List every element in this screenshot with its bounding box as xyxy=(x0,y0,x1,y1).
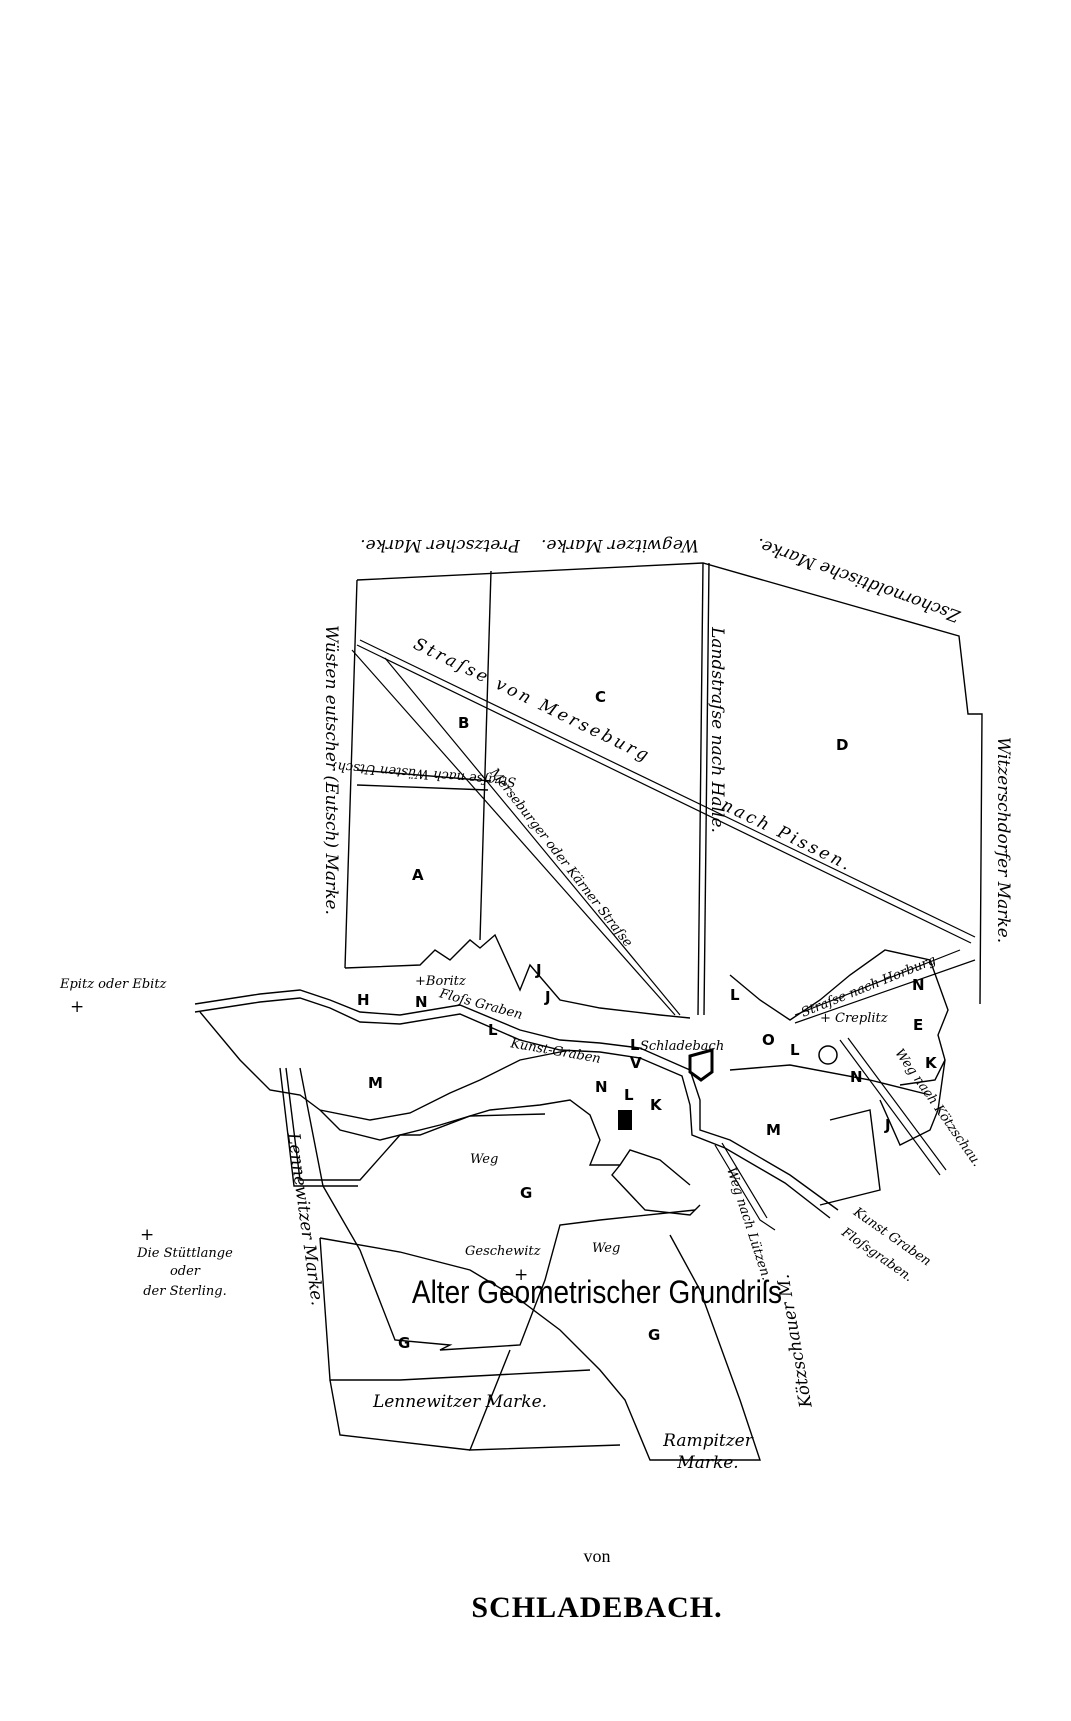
field-letter: M xyxy=(368,1074,383,1092)
cross-icon: + xyxy=(70,997,84,1017)
label-kaerner: Merseburger oder Kärner Straſse xyxy=(486,765,636,951)
field-letter: O xyxy=(762,1031,775,1049)
field-letter: J xyxy=(884,1116,891,1134)
roads xyxy=(351,639,976,1231)
label-weg1: Weg xyxy=(470,1152,498,1167)
label-wuesten-strasse: Straſse nach Wüsten Utsch. xyxy=(333,758,517,789)
label-wegwitzer: Wegwitzer Marke. xyxy=(541,535,699,555)
field-letter: J xyxy=(535,961,542,979)
field-letter: L xyxy=(730,986,740,1004)
label-merseburg-1: Straſse von Merseburg xyxy=(410,634,654,767)
place-stuettlange-2: oder xyxy=(170,1264,201,1279)
field-letter: N xyxy=(595,1078,608,1096)
label-flossgraben: Floſs Graben xyxy=(437,986,524,1023)
label-witzerschdorfer: Witzerschdorfer Marke. xyxy=(993,737,1013,943)
label-lennewitzer-side: Lennewitzer Marke. xyxy=(283,1131,327,1307)
label-lennewitzer-bottom: Lennewitzer Marke. xyxy=(372,1392,547,1412)
place-boritz: +Boritz xyxy=(415,974,466,989)
map-title-place: SCHLADEBACH. xyxy=(471,1591,722,1624)
label-kunstgraben: Kunst-Graben xyxy=(508,1036,601,1067)
label-zschornoldt: Zschornoldtische Marke. xyxy=(754,533,964,626)
field-boundaries xyxy=(194,562,983,1461)
place-creplitz: + Creplitz xyxy=(820,1011,888,1026)
place-stuettlange-3: der Sterling. xyxy=(143,1284,227,1299)
field-letter: B xyxy=(458,714,469,732)
label-merseburg-2: nach Pissen. xyxy=(718,795,856,876)
pond-symbol xyxy=(818,1045,838,1065)
field-letter: L xyxy=(488,1021,498,1039)
place-epitz: Epitz oder Ebitz xyxy=(59,977,167,992)
field-letter: H xyxy=(357,991,370,1009)
field-letter: G xyxy=(520,1184,532,1202)
map-title: Alter Geometrischer Grundriſs xyxy=(412,1275,782,1310)
field-letter: V xyxy=(630,1054,642,1072)
field-letter: K xyxy=(650,1096,663,1114)
field-letter: N xyxy=(415,993,428,1011)
label-landstrasse: Landstraſse nach Halle. xyxy=(707,626,727,833)
field-letter: G xyxy=(648,1326,660,1344)
place-geschewitz: Geschewitz xyxy=(465,1244,541,1259)
manor-symbol xyxy=(688,1048,714,1082)
field-letter: A xyxy=(412,866,424,884)
field-letter: N xyxy=(912,976,925,994)
label-rampitzer-2: Marke. xyxy=(676,1453,738,1473)
field-letter: L xyxy=(790,1041,800,1059)
label-pretzscher: Pretzscher Marke. xyxy=(360,535,521,555)
cross-icon: + xyxy=(514,1265,528,1285)
field-letter: D xyxy=(836,736,848,754)
place-schladebach: Schladebach xyxy=(640,1039,724,1054)
field-letter: C xyxy=(595,688,606,706)
label-weg2: Weg xyxy=(592,1241,620,1256)
church-symbol xyxy=(618,1110,632,1130)
field-letter: M xyxy=(766,1121,781,1139)
field-letter: L xyxy=(630,1036,640,1054)
field-letter: K xyxy=(925,1054,938,1072)
field-letters: A B C D G G G H N J J L L L L L K K M M … xyxy=(357,688,938,1352)
label-koetzschau: Weg nach Kötzschau. xyxy=(892,1046,985,1169)
field-letter: E xyxy=(913,1016,923,1034)
label-rampitzer-1: Rampitzer xyxy=(662,1431,754,1451)
field-letter: J xyxy=(544,988,551,1006)
map-title-von: von xyxy=(584,1546,611,1566)
cross-icon: + xyxy=(140,1225,154,1245)
label-wuesten: Wüsten eutscher (Eutsch) Marke. xyxy=(321,625,341,915)
field-letter: N xyxy=(850,1068,863,1086)
field-letter: L xyxy=(624,1086,634,1104)
field-letter: G xyxy=(398,1334,410,1352)
place-stuettlange-1: Die Stüttlange xyxy=(136,1246,233,1261)
